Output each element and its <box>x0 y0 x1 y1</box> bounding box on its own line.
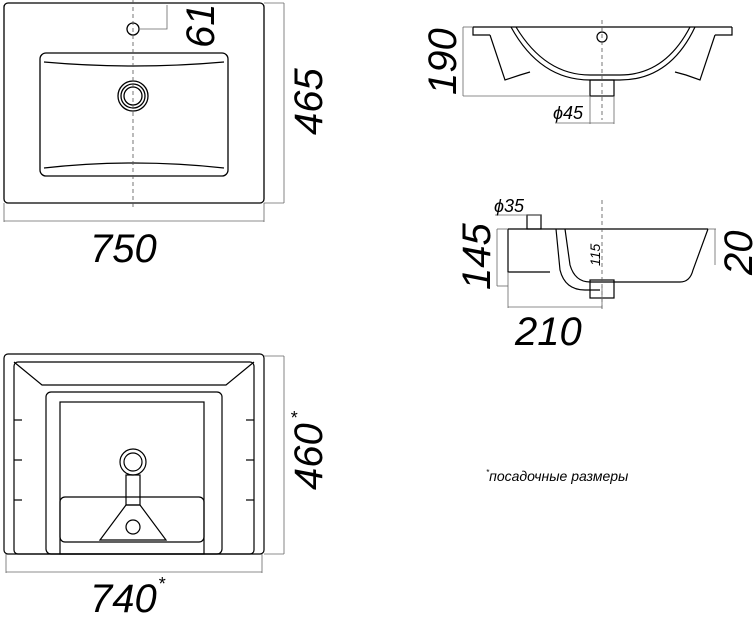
top-view <box>3 0 285 222</box>
bottom-view <box>3 353 285 573</box>
bottom-width-label: 740 <box>90 577 157 618</box>
tap-offset-label: 61 <box>179 4 223 49</box>
note-asterisk: * <box>486 468 490 477</box>
side-height-label: 145 <box>455 223 499 290</box>
bottom-depth-label: 460 <box>287 423 331 490</box>
front-height-label: 190 <box>421 28 465 95</box>
bottom-width-asterisk: * <box>158 574 166 594</box>
top-depth-label: 465 <box>287 68 331 135</box>
side-section-view <box>495 200 716 310</box>
drain-diameter-label: ϕ45 <box>553 103 584 123</box>
front-section-view <box>462 20 733 124</box>
note-text: посадочные размеры <box>489 468 629 484</box>
rim-height-label: 20 <box>717 231 754 277</box>
bottom-depth-asterisk: * <box>290 408 298 428</box>
tap-hole-diameter-label: ϕ35 <box>494 196 525 216</box>
side-depth-label: 210 <box>514 310 582 354</box>
top-width-label: 750 <box>90 227 157 271</box>
mounting-dimensions-note: *посадочные размеры <box>486 468 628 484</box>
bowl-depth-label: 115 <box>587 243 603 266</box>
